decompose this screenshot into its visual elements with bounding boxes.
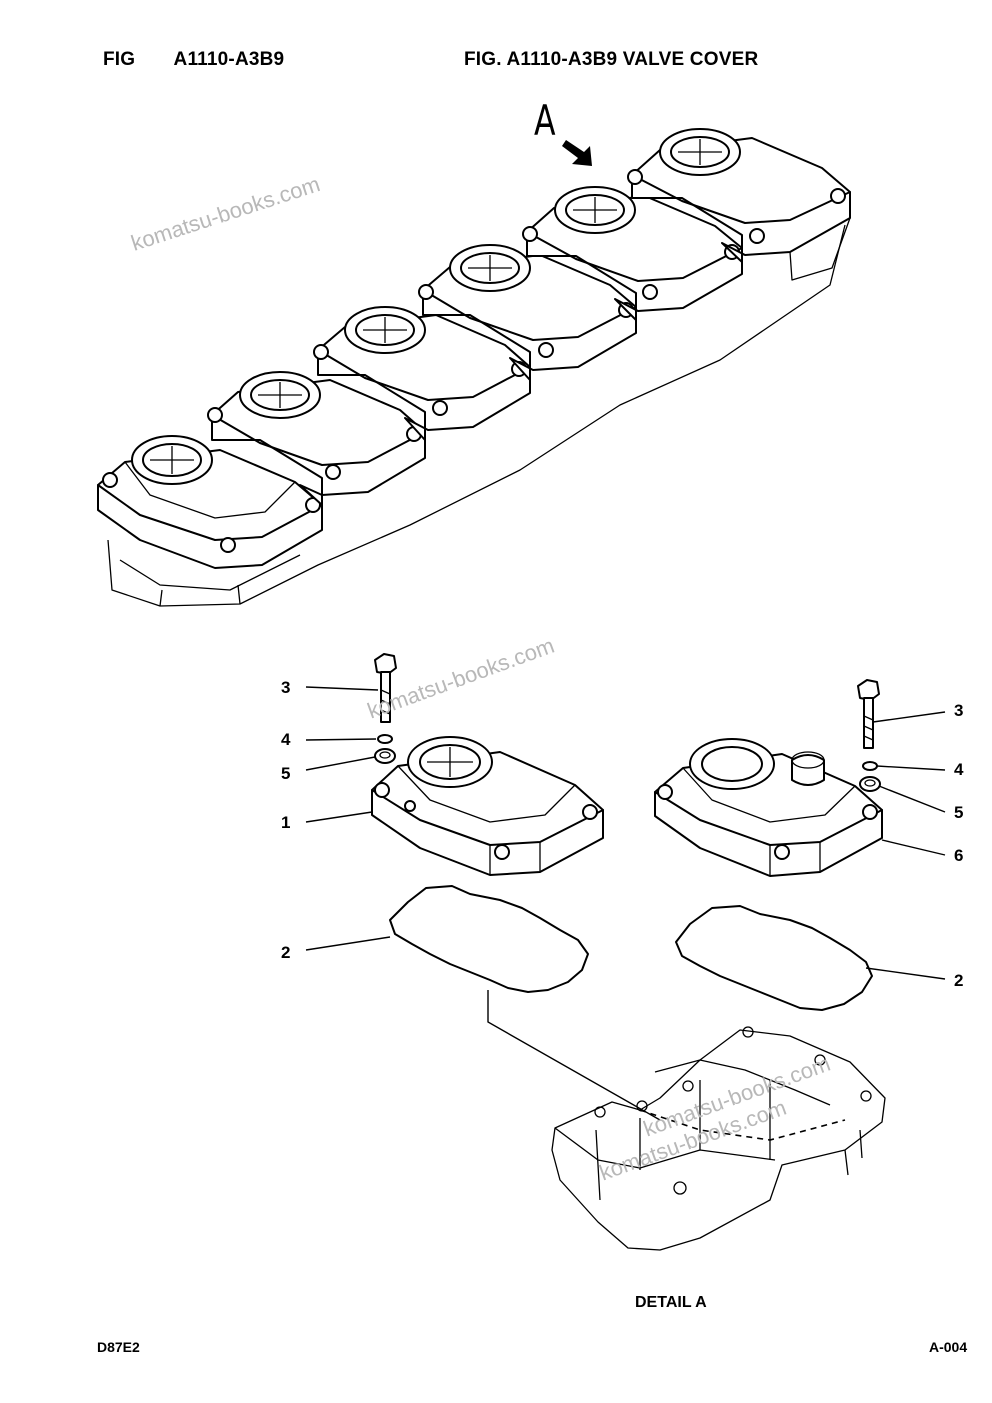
- callout-left-cover: 1: [281, 813, 291, 832]
- callout-right-washer-small: 4: [954, 760, 964, 779]
- callout-right-washer: 5: [954, 803, 964, 822]
- left-washer: [374, 748, 396, 764]
- callout-right-bolt: 3: [954, 701, 964, 720]
- leader-lines: [305, 686, 946, 980]
- detail-a-label: DETAIL A: [635, 1294, 707, 1311]
- left-exploded-parts: [371, 653, 604, 993]
- callout-left-washer: 5: [281, 764, 291, 783]
- gasket-detail-connector: [487, 990, 661, 1121]
- right-washer-small: [862, 761, 878, 771]
- right-exploded-parts: [654, 679, 883, 1011]
- callout-left-bolt: 3: [281, 678, 291, 697]
- assembly-cover-2: [207, 371, 426, 506]
- callout-right-cover: 6: [954, 846, 964, 865]
- right-washer: [859, 776, 881, 792]
- right-gasket: [675, 905, 873, 1011]
- view-a-arrow-icon: [562, 140, 592, 166]
- fig-code-text: A1110-A3B9: [173, 49, 285, 70]
- detail-a-cylinder-head: [551, 1026, 886, 1251]
- left-gasket: [389, 885, 589, 993]
- assembly-cover-1: [97, 435, 323, 569]
- right-bolt: [857, 679, 880, 749]
- callout-left-gasket: 2: [281, 943, 291, 962]
- view-marker-a: A: [534, 96, 556, 145]
- assembly-cover-6: [627, 128, 851, 281]
- figure-label: FIG A1110-A3B9: [103, 49, 284, 71]
- footer-model: D87E2: [97, 1339, 140, 1355]
- left-bolt: [374, 653, 397, 723]
- callout-right-gasket: 2: [954, 971, 964, 990]
- fig-label-text: FIG: [103, 49, 136, 70]
- left-washer-small: [377, 734, 393, 744]
- right-valve-cover: [654, 738, 883, 877]
- valve-cover-assembly: [97, 128, 851, 607]
- assembly-cover-5: [522, 186, 743, 321]
- left-valve-cover: [371, 736, 604, 876]
- callout-left-washer-small: 4: [281, 730, 291, 749]
- assembly-cover-4: [418, 244, 637, 381]
- figure-title: FIG. A1110-A3B9 VALVE COVER: [464, 49, 759, 70]
- footer-page-number: A-004: [929, 1339, 968, 1355]
